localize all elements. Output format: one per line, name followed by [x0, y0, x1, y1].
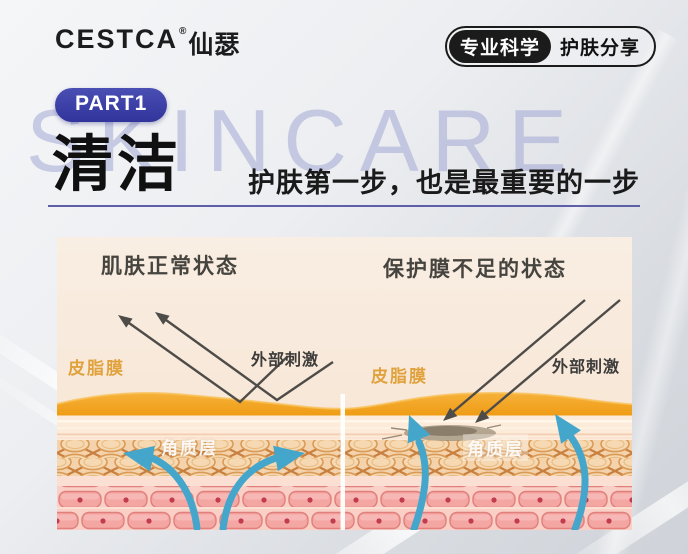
topic-badge-right: 护肤分享	[559, 38, 640, 59]
left-sebum-film-label: 皮脂膜	[68, 359, 125, 378]
right-panel-title: 保护膜不足的状态	[383, 258, 567, 281]
panel-divider	[340, 394, 345, 530]
section-subtitle: 护肤第一步，也是最重要的一步	[248, 168, 640, 198]
skin-diagram: 肌肤正常状态 保护膜不足的状态 皮脂膜 皮脂膜 外部刺激 外部刺激 角质层 角质…	[57, 237, 632, 530]
part-number-badge: PART1	[55, 88, 168, 122]
brand-name: CESTCA	[55, 24, 179, 54]
right-sebum-film-label: 皮脂膜	[371, 367, 428, 386]
topic-badge: 专业科学 护肤分享	[444, 26, 656, 67]
divider-line	[48, 205, 640, 207]
section-title: 清洁	[52, 130, 183, 198]
left-panel-title: 肌肤正常状态	[101, 255, 239, 278]
brand-logo: CESTCA ® 仙瑟	[55, 24, 240, 61]
right-external-stimuli-label: 外部刺激	[552, 359, 621, 376]
right-stratum-corneum-label: 角质层	[463, 434, 528, 461]
registered-trademark-icon: ®	[179, 26, 187, 37]
brand-name-chinese: 仙瑟	[188, 31, 241, 59]
topic-badge-left: 专业科学	[448, 30, 551, 63]
left-external-stimuli-label: 外部刺激	[251, 352, 320, 369]
left-stratum-corneum-label: 角质层	[161, 439, 218, 458]
